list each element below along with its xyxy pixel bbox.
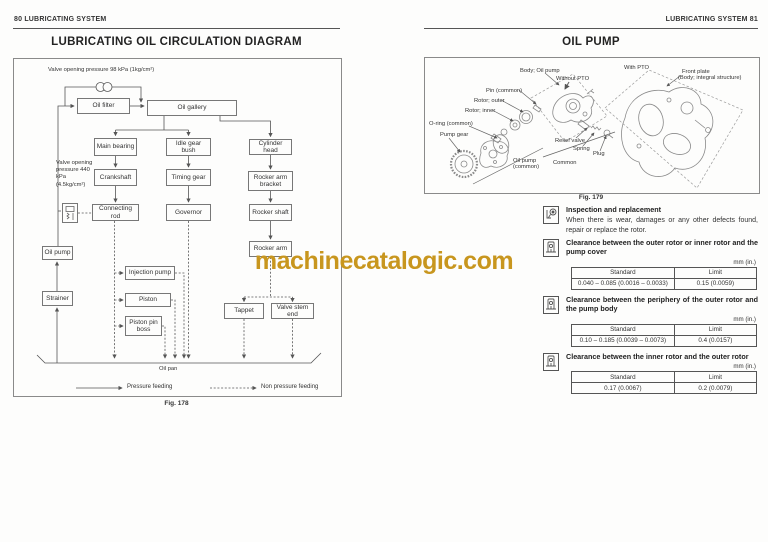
oil-pump-diagram-frame: Body; Oil pump Without PTO Pin (common) … [424, 57, 760, 194]
table3-header-limit: Limit [673, 371, 758, 384]
left-page-title: LUBRICATING OIL CIRCULATION DIAGRAM [51, 36, 302, 48]
legend-non-pressure-feeding: Non pressure feeding [261, 384, 319, 390]
relief-valve-parts-drawing [577, 119, 614, 139]
left-page-header: 80 LUBRICATING SYSTEM [14, 16, 107, 23]
table1-standard-value: 0.040 – 0.085 (0.0016 – 0.0033) [571, 277, 675, 290]
label-oil-pump-common-2: (common) [513, 164, 539, 170]
flow-box-idle-gear-bush: Idle gear bush [166, 138, 211, 156]
table2-header-limit: Limit [673, 323, 758, 336]
clearance-gauge-icon [543, 239, 559, 257]
section-clearance-rotors: Clearance between the inner rotor and th… [543, 352, 758, 395]
flow-box-crankshaft: Crankshaft [94, 169, 137, 186]
pump-gear-drawing [449, 149, 479, 179]
flow-box-piston: Piston [125, 293, 171, 307]
label-o-ring-common: O-ring (common) [429, 121, 473, 127]
section-clearance-pump-body: Clearance between the periphery of the o… [543, 295, 758, 347]
inspection-icon [543, 206, 559, 224]
circulation-flow-lines [36, 82, 322, 391]
unit-label-2: mm (in.) [733, 315, 756, 323]
valve-98-label: Valve opening pressure 98 kPa (1kg/cm²) [48, 67, 155, 73]
table2-header-standard: Standard [571, 323, 675, 336]
flow-box-strainer: Strainer [42, 291, 73, 306]
flow-box-injection-pump: Injection pump [125, 266, 175, 280]
legend-pressure-feeding: Pressure feeding [127, 384, 173, 390]
clearance-table-1: Standard Limit 0.040 – 0.085 (0.0016 – 0… [571, 266, 758, 290]
flow-box-oil-pump: Oil pump [42, 246, 73, 260]
section-inspection: Inspection and replacement When there is… [543, 205, 758, 236]
valve-440-label: Valve opening pressure 440 kPa (4.5kg/cm… [56, 160, 93, 188]
inner-rotor-drawing [509, 119, 521, 131]
front-plate-drawing [621, 87, 714, 177]
clearance-table-2: Standard Limit 0.10 – 0.185 (0.0039 – 0.… [571, 323, 758, 347]
without-pto-boundary [530, 73, 608, 143]
clearance-heading-1: Clearance between the outer rotor or inn… [566, 238, 758, 257]
with-pto-boundary [604, 69, 744, 189]
o-ring-drawing [492, 134, 510, 154]
flow-box-connecting-rod: Connecting rod [92, 204, 139, 221]
label-plug: Plug [593, 151, 605, 157]
flow-box-oil-gallery: Oil gallery [147, 100, 237, 116]
table2-standard-value: 0.10 – 0.185 (0.0039 – 0.0073) [571, 334, 675, 347]
clearance-table-3: Standard Limit 0.17 (0.0067) 0.2 (0.0079… [571, 371, 758, 395]
flow-box-oil-filter: Oil filter [77, 98, 130, 114]
flow-box-cylinder-head: Cylinder head [249, 139, 292, 155]
fig-179-caption: Fig. 179 [578, 194, 604, 201]
unit-label-1: mm (in.) [733, 258, 756, 266]
unit-label-3: mm (in.) [733, 363, 756, 371]
label-rotor-outer: Rotor; outer [474, 98, 505, 104]
label-spring: Spring [573, 146, 590, 152]
flow-box-rocker-arm-bracket: Rocker arm bracket [248, 171, 293, 191]
label-relief-valve: Relief valve [555, 138, 585, 144]
watermark-text: machinecatalogic.com [254, 247, 514, 275]
label-with-pto: With PTO [624, 65, 650, 71]
label-without-pto: Without PTO [556, 76, 590, 82]
flow-box-tappet: Tappet [224, 303, 264, 319]
pump-body-drawing [552, 88, 595, 123]
outer-rotor-drawing [519, 110, 533, 124]
label-pump-gear: Pump gear [440, 132, 468, 138]
flow-box-timing-gear: Timing gear [166, 169, 211, 186]
flow-box-governor: Governor [166, 204, 211, 221]
table3-header-standard: Standard [571, 371, 675, 384]
oil-pan-label: Oil pan [159, 366, 178, 372]
table-row: 0.10 – 0.185 (0.0039 – 0.0073) 0.4 (0.01… [571, 334, 758, 347]
clearance-heading-3: Clearance between the inner rotor and th… [566, 352, 749, 361]
table-row: 0.040 – 0.085 (0.0016 – 0.0033) 0.15 (0.… [571, 277, 758, 290]
label-front-plate: Front plate [682, 69, 710, 75]
clearance-heading-2: Clearance between the periphery of the o… [566, 295, 758, 314]
right-header-rule [424, 28, 758, 29]
flow-box-valve-stem-end: Valve stem end [271, 303, 314, 319]
table3-standard-value: 0.17 (0.0067) [571, 382, 675, 395]
table-row: 0.17 (0.0067) 0.2 (0.0079) [571, 382, 758, 395]
table2-limit-value: 0.4 (0.0157) [673, 334, 758, 347]
oil-pump-exploded-view: Body; Oil pump Without PTO Pin (common) … [429, 65, 744, 189]
table3-limit-value: 0.2 (0.0079) [673, 382, 758, 395]
right-page-title: OIL PUMP [562, 36, 620, 48]
table1-limit-value: 0.15 (0.0059) [673, 277, 758, 290]
label-common: Common [553, 160, 577, 166]
relief-valve-icon [62, 203, 78, 223]
label-pin-common: Pin (common) [486, 88, 522, 94]
label-front-plate-2: (Body; integral structure) [678, 75, 742, 81]
label-body-oil-pump: Body; Oil pump [520, 68, 560, 74]
flow-box-piston-pin-boss: Piston pin boss [125, 316, 162, 336]
inspection-heading: Inspection and replacement [566, 205, 662, 214]
label-oil-pump-common: Oil pump [513, 158, 536, 164]
rotor-cover-drawing [479, 140, 509, 168]
left-header-rule [13, 28, 340, 29]
clearance-gauge-icon [543, 353, 559, 371]
circulation-diagram-frame: Oil filter Oil gallery Main bearing Idle… [13, 58, 342, 397]
flow-box-rocker-arm: Rocker arm [249, 241, 292, 257]
inspection-body: When there is wear, damages or any other… [566, 217, 758, 235]
fig-178-caption: Fig. 178 [164, 400, 189, 407]
label-rotor-inner: Rotor; inner [465, 108, 495, 114]
flow-box-rocker-shaft: Rocker shaft [249, 204, 292, 221]
pin-drawing [532, 104, 542, 113]
section-clearance-pump-cover: Clearance between the outer rotor or inn… [543, 238, 758, 290]
clearance-gauge-icon [543, 296, 559, 314]
right-page-header: LUBRICATING SYSTEM 81 [665, 16, 758, 23]
flow-box-main-bearing: Main bearing [94, 138, 137, 156]
